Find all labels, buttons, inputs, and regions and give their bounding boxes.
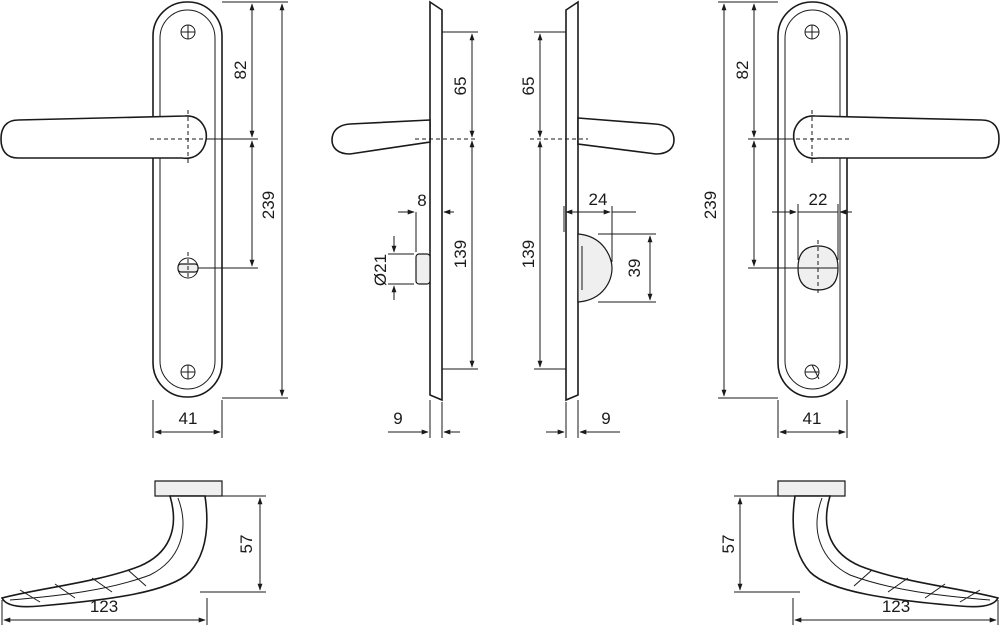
turn-side-right — [577, 233, 613, 303]
dim-label-41-right: 41 — [803, 409, 822, 428]
dim-label-diameter: Ø21 — [371, 254, 390, 286]
dim-label-139-right: 139 — [519, 240, 538, 268]
side-view-left: 65 139 8 Ø21 9 — [331, 0, 478, 438]
dim-label-9-left: 9 — [393, 409, 402, 428]
dim-label-39: 39 — [625, 259, 644, 278]
dim-label-139-left: 139 — [451, 240, 470, 268]
side-view-right: 65 139 24 39 9 — [519, 0, 675, 438]
dim-label-65-right: 65 — [519, 77, 538, 96]
dim-label-239-left: 239 — [259, 191, 278, 219]
dim-label-123-right: 123 — [882, 597, 910, 616]
rosette-top-left — [154, 480, 223, 497]
dim-label-65-left: 65 — [451, 77, 470, 96]
dim-label-8: 8 — [417, 191, 426, 210]
screw-bottom-right — [804, 364, 820, 380]
dim-label-24: 24 — [589, 190, 608, 209]
front-view-left: 82 239 41 — [0, 1, 288, 438]
screw-bottom-left — [180, 364, 196, 380]
dim-label-239-right: 239 — [701, 191, 720, 219]
lever-side-left — [331, 119, 431, 155]
screw-top-right — [804, 24, 820, 40]
rosette-top-right — [777, 480, 846, 497]
dim-label-123-left: 123 — [90, 597, 118, 616]
knob-side-left — [415, 253, 431, 285]
top-view-left: 57 123 — [0, 480, 266, 625]
dim-label-82-right: 82 — [733, 61, 752, 80]
lever-top-right — [792, 495, 1000, 608]
backplate-right — [777, 1, 848, 398]
front-view-right: 82 239 22 41 — [701, 1, 1000, 438]
top-view-right: 57 123 — [719, 480, 1000, 625]
lever-handle-left — [0, 115, 208, 160]
lever-handle-right — [792, 115, 1000, 160]
backplate-left — [152, 1, 223, 398]
backplate-side-right — [565, 0, 579, 402]
backplate-side-left — [429, 0, 443, 402]
dim-label-82-left: 82 — [231, 61, 250, 80]
dim-label-41-left: 41 — [179, 409, 198, 428]
lever-top-left — [0, 495, 208, 608]
lever-side-right — [577, 117, 675, 155]
dim-label-57-right: 57 — [719, 535, 738, 554]
dim-label-22: 22 — [809, 190, 828, 209]
dim-label-9-right: 9 — [601, 409, 610, 428]
dim-label-57-left: 57 — [237, 535, 256, 554]
screw-top-left — [180, 24, 196, 40]
